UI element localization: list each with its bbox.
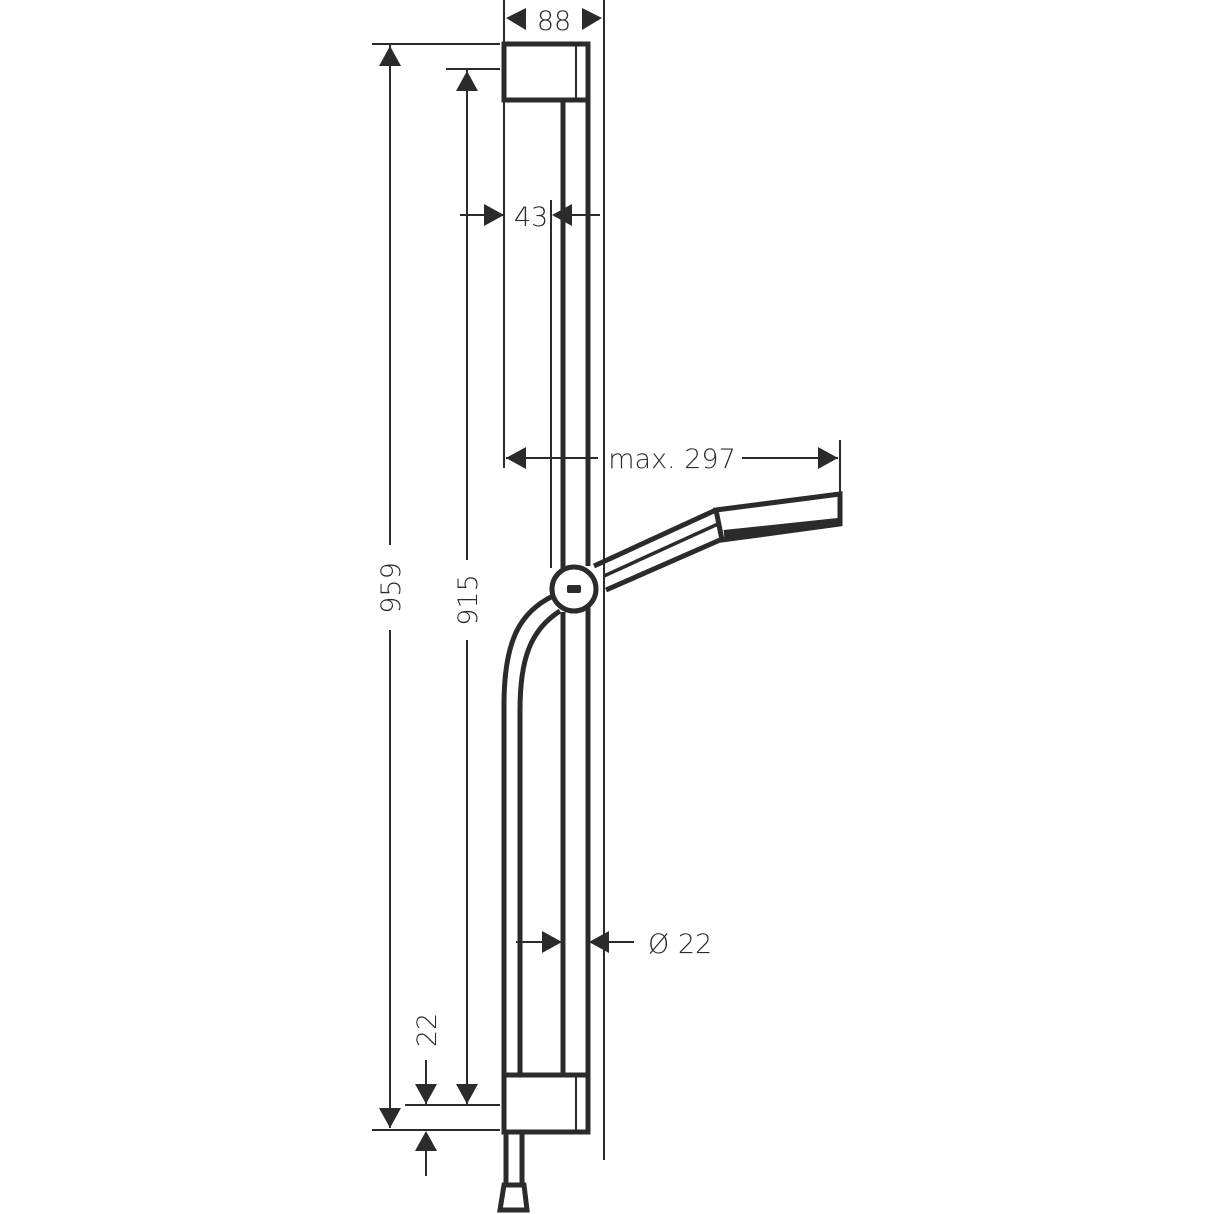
dimension-22-bottom: 22 <box>405 1013 500 1176</box>
dimension-43: 43 <box>460 202 600 233</box>
bottom-wall-bracket <box>497 1072 591 1213</box>
dimension-959: 959 <box>372 43 500 1131</box>
shower-hose <box>501 593 562 1075</box>
dim-label-43: 43 <box>514 202 548 233</box>
dimension-88: 88 <box>503 0 605 1160</box>
dim-label-diameter-22: Ø 22 <box>648 929 712 960</box>
dim-label-915: 915 <box>453 574 484 626</box>
dim-label-959: 959 <box>376 562 407 614</box>
dimension-diameter-22: Ø 22 <box>516 929 712 960</box>
shower-rail <box>503 100 591 1075</box>
dimension-915: 915 <box>446 68 500 1104</box>
dim-label-88: 88 <box>537 6 571 37</box>
dim-label-max-297: max. 297 <box>608 444 736 475</box>
shower-holder-slider <box>549 564 599 614</box>
top-wall-bracket <box>501 41 591 103</box>
hand-shower <box>592 491 843 593</box>
dimension-max-297: max. 297 <box>506 440 841 510</box>
dim-label-22-bottom: 22 <box>412 1013 443 1047</box>
